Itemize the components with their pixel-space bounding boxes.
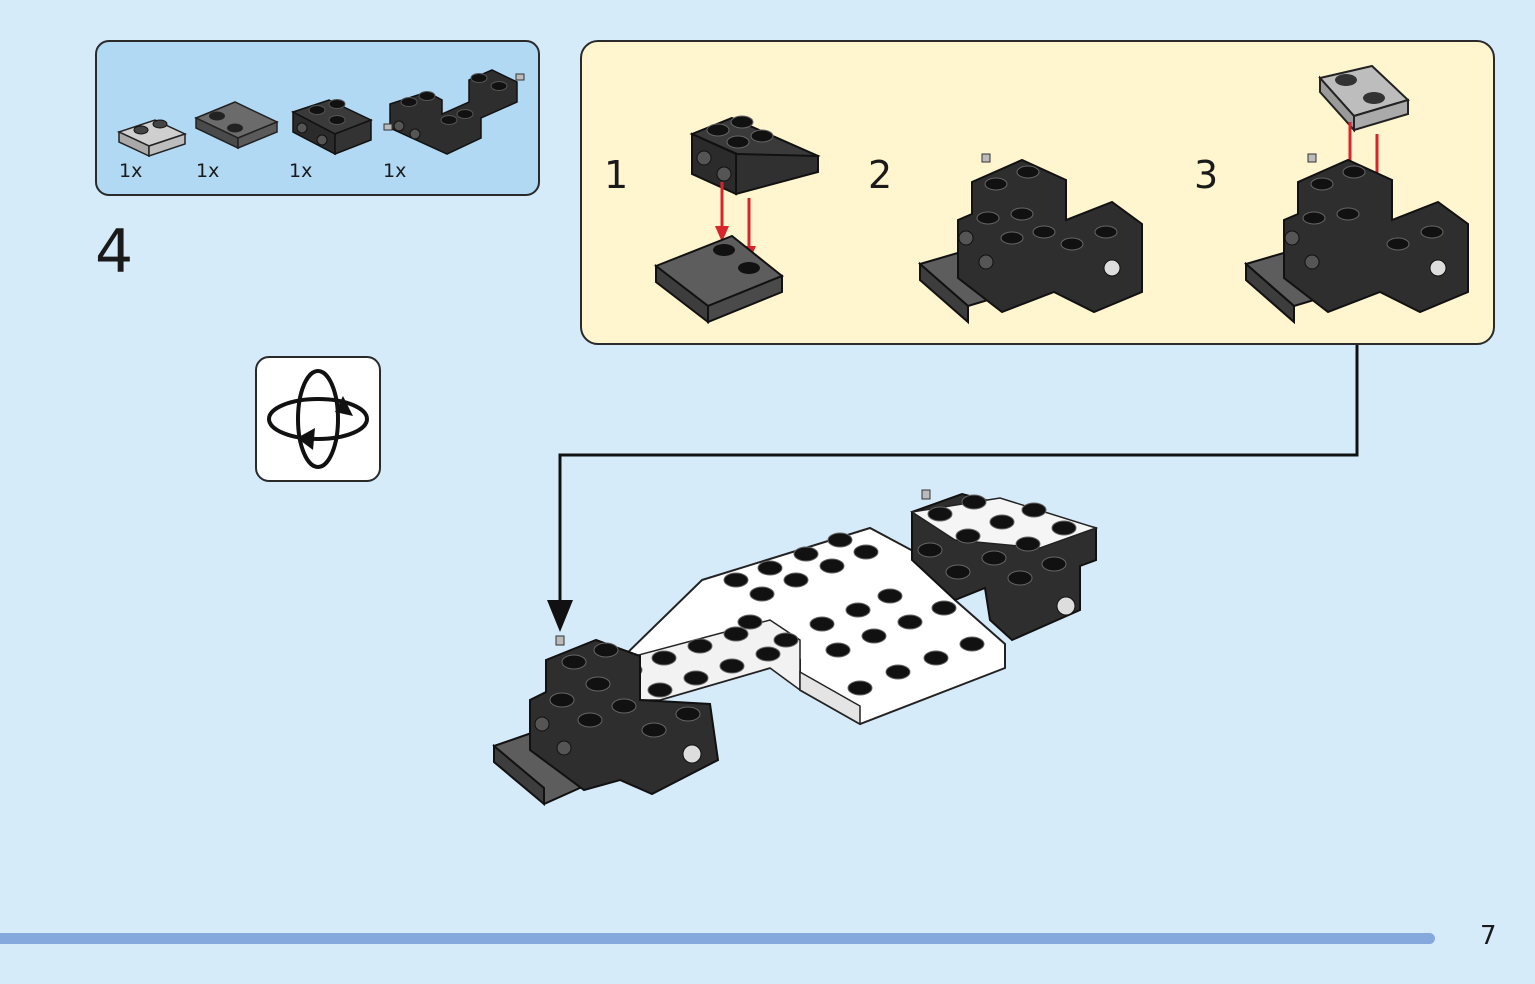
page-number: 7 bbox=[1480, 921, 1497, 951]
substep-2-illustration bbox=[917, 153, 1143, 325]
parts-art bbox=[116, 69, 525, 158]
rotate-model-icon bbox=[267, 369, 369, 469]
part-quantity-4: 1x bbox=[383, 160, 407, 182]
substep-callout: 1 2 3 bbox=[580, 40, 1495, 345]
rear-black-assembly bbox=[909, 489, 1099, 642]
light-gray-plate-1x2-icon bbox=[116, 119, 188, 158]
connector-arrowhead bbox=[547, 600, 573, 632]
part-quantity-3: 1x bbox=[289, 160, 313, 182]
part-quantity-2: 1x bbox=[196, 160, 220, 182]
black-bracket-brick-icon bbox=[291, 99, 373, 156]
dark-gray-plate-2x2-icon bbox=[194, 101, 279, 150]
part-quantity-1: 1x bbox=[119, 160, 143, 182]
substep-3-illustration bbox=[1243, 64, 1469, 325]
page-progress-bar bbox=[0, 933, 1435, 944]
substep-number-2: 2 bbox=[868, 153, 893, 197]
white-chassis bbox=[617, 526, 1006, 726]
substep-number-3: 3 bbox=[1194, 153, 1219, 197]
substep-1-illustration bbox=[653, 115, 821, 325]
black-bracket-assembly-icon bbox=[383, 69, 525, 155]
substep-number-1: 1 bbox=[604, 153, 629, 197]
connector-line bbox=[558, 345, 1359, 610]
step-number: 4 bbox=[95, 217, 134, 287]
front-black-assembly bbox=[492, 635, 720, 807]
parts-list-box: 1x 1x 1x 1x bbox=[95, 40, 540, 196]
rotate-indicator bbox=[255, 356, 381, 482]
substep-art bbox=[653, 64, 1469, 325]
